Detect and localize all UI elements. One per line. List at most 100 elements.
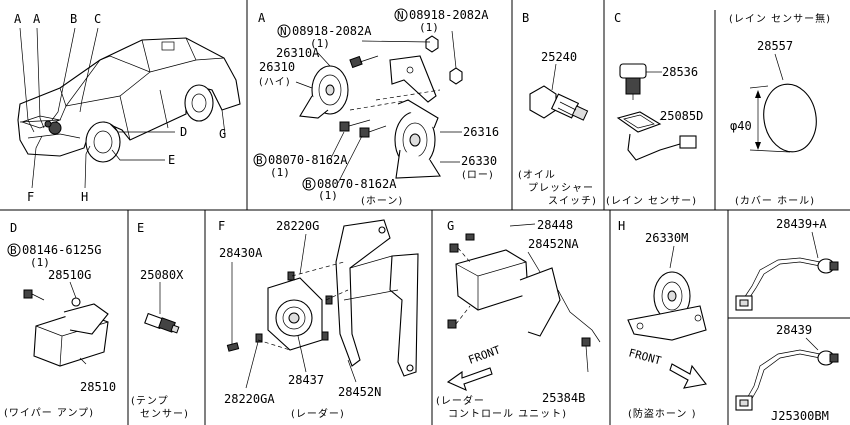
horn-low-bracket-pn: 26316 bbox=[463, 125, 499, 139]
temp-sensor-illustration bbox=[144, 312, 180, 334]
radar-pn-5: 28452N bbox=[338, 385, 381, 399]
d-b-mark: B bbox=[10, 244, 17, 257]
d-caption: (ワイパー アンプ) bbox=[4, 407, 94, 419]
section-c-letter: C bbox=[614, 11, 621, 25]
radar-pn-4: 28220GA bbox=[224, 392, 275, 406]
nut-qty-2: (1) bbox=[419, 21, 439, 34]
callout-b: B bbox=[70, 12, 77, 26]
horn-high-note: (ハイ) bbox=[259, 77, 291, 88]
oil-switch-caption-1: (オイル bbox=[518, 169, 556, 181]
d-bolt-qty: (1) bbox=[30, 256, 50, 269]
cover-dim: φ40 bbox=[730, 119, 752, 133]
bolt-code-1: 08070-8162A bbox=[268, 153, 348, 167]
d-part-2: 28510 bbox=[80, 380, 116, 394]
callout-h: H bbox=[81, 190, 88, 204]
horn-high-pn: 26310 bbox=[259, 60, 295, 74]
security-horn-pn: 26330M bbox=[645, 231, 688, 245]
radar-pn-3: 28437 bbox=[288, 373, 324, 387]
control-caption-1: (レーダー bbox=[436, 394, 485, 407]
section-a-leaders bbox=[295, 30, 462, 184]
horn-low-illustration bbox=[394, 99, 441, 179]
radar-unit-illustration bbox=[267, 277, 323, 351]
car-leader-lines bbox=[19, 27, 226, 189]
bolt-qty-1: (1) bbox=[270, 166, 290, 179]
callout-c: C bbox=[94, 12, 101, 26]
rain-sensor-pn-1: 28536 bbox=[662, 65, 698, 79]
cover-caption: (カバー ホール) bbox=[735, 195, 815, 207]
horn-bracket-illustration bbox=[389, 35, 463, 103]
oil-switch-illustration bbox=[529, 85, 589, 121]
section-d-wiper-amp: D B 08146-6125G (1) 28510G 28510 (ワイパー ア… bbox=[4, 221, 116, 419]
callout-g: G bbox=[219, 127, 226, 141]
section-g-leaders bbox=[455, 223, 589, 373]
section-a-caption: (ホーン) bbox=[361, 195, 403, 207]
section-d-letter: D bbox=[10, 221, 17, 235]
front-arrow-g bbox=[446, 367, 493, 392]
oil-switch-caption-2: プレッシャー bbox=[528, 182, 594, 194]
bracket-26310a: 26310A bbox=[276, 46, 320, 60]
control-pn-3: 25384B bbox=[542, 391, 585, 405]
n-mark-1: N bbox=[280, 25, 287, 38]
radar-bracket-illustration bbox=[335, 219, 419, 377]
nut-code-2: 08918-2082A bbox=[409, 8, 489, 22]
horn-low-pn: 26330 bbox=[461, 154, 497, 168]
horn-low-note: (ロー) bbox=[462, 170, 494, 181]
control-pn-1: 28448 bbox=[537, 218, 573, 232]
callout-e: E bbox=[168, 153, 175, 167]
callout-a1: A bbox=[14, 12, 22, 26]
cover-pn: 28557 bbox=[757, 39, 793, 53]
d-bolt-code: 08146-6125G bbox=[22, 243, 101, 257]
cover-note-top: (レイン センサー無) bbox=[729, 12, 831, 25]
car-callouts: A A B C D E F G H bbox=[14, 12, 226, 204]
radar-pn-2: 28430A bbox=[219, 246, 263, 260]
control-pn-2: 28452NA bbox=[528, 237, 579, 251]
rain-sensor-caption: (レイン センサー) bbox=[606, 195, 697, 207]
b-mark-2: B bbox=[305, 178, 312, 191]
section-b-letter: B bbox=[522, 11, 529, 25]
security-horn-caption: (防盗ホーン ) bbox=[628, 407, 696, 420]
section-e-letter: E bbox=[137, 221, 144, 235]
car-overview: A A B C D E F G H bbox=[14, 12, 241, 204]
section-h-security-horn: H 26330M FRONT (防盗ホーン ) bbox=[618, 219, 707, 420]
bolt-code-2: 08070-8162A bbox=[317, 177, 397, 191]
callout-f: F bbox=[27, 190, 34, 204]
section-c-rain-sensor: C 28536 25085D (レイン センサー) (レイン センサー無) 28… bbox=[606, 11, 831, 207]
diagram-id: J25300BM bbox=[771, 409, 829, 423]
temp-caption-1: (テンプ bbox=[131, 395, 169, 407]
radar-caption: (レーダー) bbox=[291, 407, 345, 420]
section-g-letter: G bbox=[447, 219, 454, 233]
cover-illustration bbox=[749, 83, 817, 153]
section-f-leaders bbox=[231, 233, 357, 389]
n-mark-2: N bbox=[397, 9, 404, 22]
section-e-temp-sensor: E 25080X (テンプ センサー) bbox=[131, 221, 189, 420]
temp-sensor-pn: 25080X bbox=[140, 268, 184, 282]
radar-pn-1: 28220G bbox=[276, 219, 319, 233]
callout-a2: A bbox=[33, 12, 41, 26]
bolt-qty-2: (1) bbox=[318, 189, 338, 202]
security-horn-illustration bbox=[627, 271, 707, 341]
harness-2-illustration bbox=[735, 349, 839, 411]
temp-caption-2: センサー) bbox=[140, 408, 189, 420]
wiper-amp-illustration bbox=[23, 289, 109, 367]
callout-d: D bbox=[180, 125, 187, 139]
harness-pn-2: 28439 bbox=[776, 323, 812, 337]
horn-high-illustration bbox=[299, 55, 379, 119]
oil-switch-caption-3: スイッチ) bbox=[548, 195, 597, 207]
section-a-letter: A bbox=[258, 11, 266, 25]
oil-switch-pn: 25240 bbox=[541, 50, 577, 64]
b-mark-1: B bbox=[256, 154, 263, 167]
rain-sensor-illustration bbox=[616, 63, 697, 161]
nut-code-1: 08918-2082A bbox=[292, 24, 372, 38]
section-f-letter: F bbox=[218, 219, 225, 233]
section-g-radar-control: G 28448 28452NA FRONT 25384B (レーダー コントロー… bbox=[436, 218, 601, 420]
horn-bolts-illustration bbox=[339, 119, 387, 138]
control-unit-illustration bbox=[447, 233, 601, 347]
harness-1-illustration bbox=[735, 257, 839, 311]
nut-qty-1: (1) bbox=[310, 37, 330, 50]
front-label-h: FRONT bbox=[627, 346, 663, 367]
right-harnesses: 28439+A 28439 J25300BM bbox=[735, 217, 839, 423]
rain-sensor-pn-2: 25085D bbox=[660, 109, 703, 123]
section-h-letter: H bbox=[618, 219, 625, 233]
